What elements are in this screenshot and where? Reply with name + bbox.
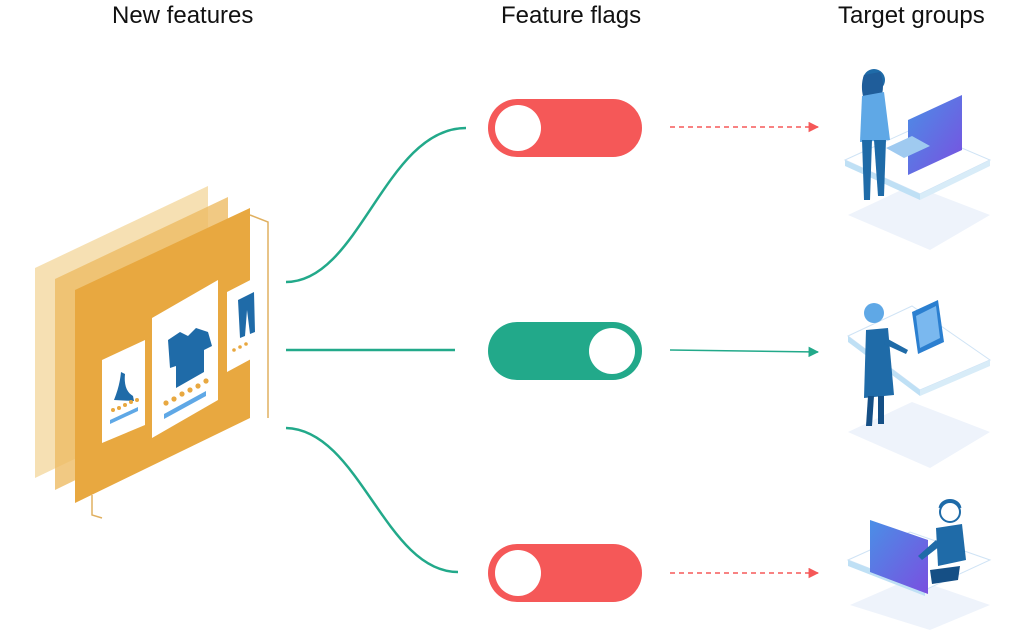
- toggle-knob: [589, 328, 635, 374]
- connector-line-bottom: [285, 426, 459, 574]
- column-title-feature-flags: Feature flags: [501, 2, 642, 29]
- person-at-desk-icon: [846, 499, 992, 630]
- toggle-knob: [495, 550, 541, 596]
- flag-toggle-top[interactable]: [488, 99, 642, 157]
- person-at-desk-icon: [843, 69, 992, 250]
- connector-line-top: [285, 126, 467, 284]
- column-title-target-groups: Target groups: [838, 2, 985, 29]
- tshirt-card-icon: [152, 280, 218, 438]
- person-at-desk-icon: [847, 300, 992, 468]
- delivered-arrow-middle: [669, 346, 820, 358]
- flag-toggle-middle[interactable]: [488, 322, 642, 380]
- shoe-card-icon: [102, 340, 145, 443]
- jeans-card-icon: [227, 272, 266, 372]
- feature-stack-icon: [35, 186, 269, 519]
- toggle-knob: [495, 105, 541, 151]
- flag-toggle-bottom[interactable]: [488, 544, 642, 602]
- column-title-new-features: New features: [112, 2, 254, 29]
